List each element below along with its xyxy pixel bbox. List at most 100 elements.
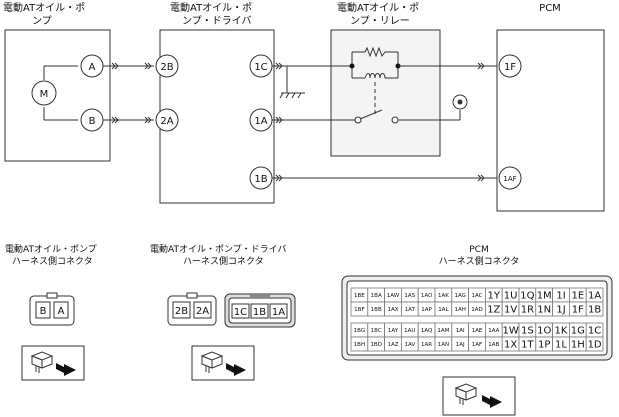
- pcm-pin-label: 1Z: [487, 305, 500, 316]
- pcm-pin-label: 1AS: [404, 293, 415, 299]
- connector-view-icon: [21, 345, 85, 381]
- driver-harness-subtitle: ハーネス側コネクタ: [183, 255, 264, 267]
- svg-text:A: A: [58, 306, 65, 317]
- svg-text:1A: 1A: [254, 116, 267, 127]
- motor-harness-connector: B A: [29, 292, 75, 326]
- pcm-pin-label: 1AQ: [421, 328, 433, 334]
- pcm-pin-label: 1AE: [472, 328, 483, 334]
- pcm-pin-label: 1E: [571, 291, 584, 302]
- pcm-pin-label: 1AI: [456, 328, 465, 334]
- pcm-pin-label: 1A: [588, 291, 601, 302]
- pcm-pin-label: 1AK: [438, 293, 449, 299]
- pcm-pin-label: 1AV: [404, 342, 415, 348]
- svg-text:1C: 1C: [254, 62, 267, 73]
- driver-pin-2a: [155, 108, 179, 132]
- driver-harness-connector-2: 2B 2A: [167, 292, 217, 326]
- svg-text:B: B: [40, 306, 47, 317]
- pcm-pin-label: 1AW: [387, 293, 400, 299]
- pcm-pin-label: 1I: [556, 291, 565, 302]
- motor-title: 電動ATオイル・ポ: [3, 1, 85, 14]
- relay-coil-symbol: [364, 73, 386, 79]
- motor-box: [4, 29, 111, 162]
- pcm-pin-1af: [498, 166, 522, 190]
- pcm-harness-title: PCM: [469, 245, 488, 255]
- pcm-pin-label: 1AD: [471, 307, 483, 313]
- pcm-title: PCM: [539, 3, 561, 14]
- pcm-pin-label: 1AF: [472, 342, 482, 348]
- pcm-pin-label: 1AL: [438, 307, 449, 313]
- pcm-pin-label: 1BC: [371, 328, 382, 334]
- switch-arm: [359, 109, 383, 120]
- driver-title-2: ンプ・ドライバ: [182, 15, 252, 27]
- switch-contact: [354, 116, 362, 124]
- svg-text:1AF: 1AF: [503, 175, 516, 183]
- pcm-pin-label: 1U: [504, 291, 518, 302]
- pcm-pin-label: 1D: [588, 340, 602, 351]
- driver-harness-title: 電動ATオイル・ポンプ・ドライバ: [150, 244, 287, 255]
- pcm-pin-label: 1S: [521, 326, 534, 337]
- connector-view-icon: [442, 376, 516, 416]
- pcm-pin-cell: [585, 301, 604, 317]
- svg-text:1A: 1A: [272, 307, 285, 318]
- pcm-pin-label: 1X: [504, 340, 517, 351]
- motor-symbol-label: M: [40, 89, 49, 100]
- pcm-pin-label: 1AZ: [387, 342, 398, 348]
- junction-dot: [349, 63, 355, 69]
- resistor-symbol: [364, 46, 386, 58]
- pcm-pin-label: 1B: [588, 305, 601, 316]
- pcm-pin-label: 1AJ: [456, 342, 465, 348]
- pcm-pin-label: 1BE: [354, 293, 365, 299]
- pcm-pin-label: 1H: [571, 340, 585, 351]
- pcm-pin-label: 1AO: [421, 293, 433, 299]
- svg-text:2A: 2A: [196, 306, 209, 317]
- pcm-pin-label: 1J: [556, 305, 565, 316]
- pcm-pin-label: 1G: [571, 326, 585, 337]
- pcm-pin-label: 1AA: [488, 328, 499, 334]
- driver-title: 電動ATオイル・ポ: [170, 1, 252, 14]
- pcm-pin-label: 1M: [537, 291, 552, 302]
- driver-pin-2b: [155, 54, 179, 78]
- pcm-pin-label: 1BH: [354, 342, 365, 348]
- svg-text:1C: 1C: [234, 307, 247, 318]
- pcm-pin-label: 1AY: [388, 328, 399, 334]
- pcm-pin-cell: [585, 336, 604, 352]
- svg-text:B: B: [89, 116, 96, 127]
- pcm-pin-label: 1BD: [370, 342, 382, 348]
- svg-text:1F: 1F: [504, 62, 516, 73]
- motor-harness-title: 電動ATオイル・ポンプ: [5, 244, 97, 255]
- pcm-pin-label: 1AU: [404, 328, 415, 334]
- pcm-pin-label: 1AC: [471, 293, 482, 299]
- pcm-pin-label: 1L: [555, 340, 567, 351]
- pcm-pin-label: 1F: [572, 305, 584, 316]
- pcm-pin-label: 1AP: [421, 307, 432, 313]
- pcm-pin-label: 1AT: [405, 307, 416, 313]
- pcm-pin-label: 1BG: [354, 328, 365, 334]
- svg-text:1B: 1B: [254, 174, 267, 185]
- pcm-pin-label: 1Y: [488, 291, 501, 302]
- relay-title: 電動ATオイル・ポ: [337, 1, 419, 14]
- pcm-pin-1f: [498, 54, 522, 78]
- driver-harness-connector-1: 1C 1B 1A: [224, 293, 296, 328]
- pcm-pin-label: 1BF: [354, 307, 364, 313]
- pcm-pin-label: 1O: [537, 326, 551, 337]
- pcm-pin-label: 1BB: [371, 307, 382, 313]
- pcm-pin-label: 1AN: [438, 342, 449, 348]
- ground-icon: [279, 92, 305, 99]
- switch-contact: [391, 116, 399, 124]
- pcm-pin-label: 1AR: [421, 342, 432, 348]
- svg-text:2B: 2B: [160, 62, 173, 73]
- connector-view-icon: [191, 345, 255, 381]
- pcm-pin-label: 1AH: [454, 307, 465, 313]
- pcm-pin-label: 1P: [538, 340, 550, 351]
- pcm-pin-label: 1N: [537, 305, 551, 316]
- pcm-pin-label: 1Q: [520, 291, 534, 302]
- svg-text:2A: 2A: [160, 116, 173, 127]
- pcm-pin-label: 1AB: [488, 342, 499, 348]
- svg-text:2B: 2B: [175, 306, 188, 317]
- pcm-pin-label: 1K: [555, 326, 568, 337]
- pcm-pin-label: 1AX: [387, 307, 398, 313]
- svg-text:A: A: [89, 62, 96, 73]
